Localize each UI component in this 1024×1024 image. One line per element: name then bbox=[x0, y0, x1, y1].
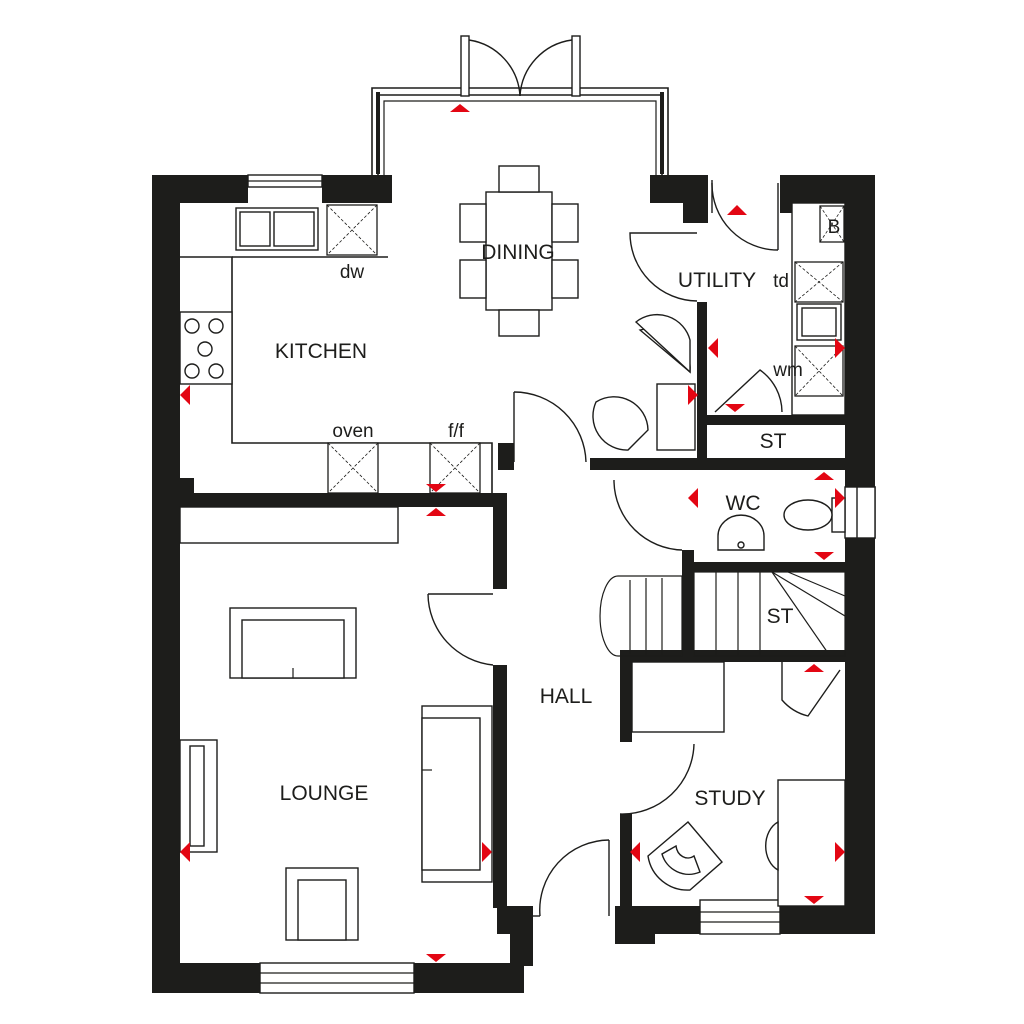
study-chair bbox=[647, 821, 723, 891]
kitchen-units bbox=[179, 204, 493, 494]
study-furniture bbox=[647, 779, 846, 907]
sofa-right bbox=[421, 705, 493, 883]
arrow-wc-left bbox=[688, 488, 698, 508]
arrow-lounge-left bbox=[180, 842, 190, 862]
arrow-lounge-right bbox=[482, 842, 492, 862]
hob bbox=[179, 311, 233, 385]
arrow-wc-down bbox=[814, 552, 834, 560]
arrow-st-down bbox=[725, 404, 745, 412]
armchair bbox=[285, 867, 359, 941]
boiler bbox=[819, 205, 845, 243]
arrow-study-down bbox=[804, 896, 824, 904]
arrow-lounge-down bbox=[426, 954, 446, 962]
staircase bbox=[599, 571, 846, 657]
appliance-label-wm: wm bbox=[772, 360, 803, 381]
appliance-label-dw: dw bbox=[340, 262, 365, 283]
wc-fittings bbox=[717, 497, 846, 551]
windows bbox=[247, 174, 876, 994]
tumble-dryer bbox=[794, 261, 844, 303]
arrow-kitchen-down bbox=[426, 484, 446, 492]
french-doors bbox=[460, 35, 581, 97]
storage-unit bbox=[631, 661, 725, 733]
appliance-label-boiler: B bbox=[828, 217, 841, 238]
appliance-label-ff: f/f bbox=[448, 421, 465, 442]
room-label-st-stairs: ST bbox=[767, 605, 794, 628]
arrow-utility-right bbox=[835, 338, 845, 358]
arrow-st-up bbox=[804, 664, 824, 672]
room-label-hall: HALL bbox=[540, 685, 593, 708]
doors bbox=[427, 180, 841, 917]
view-arrows bbox=[180, 104, 845, 962]
dining-table bbox=[459, 165, 579, 337]
interior-walls bbox=[180, 175, 845, 908]
arrow-wc-up bbox=[814, 472, 834, 480]
appliance-label-oven: oven bbox=[332, 421, 373, 442]
room-label-kitchen: KITCHEN bbox=[275, 340, 367, 363]
fireplace bbox=[179, 739, 218, 853]
arrow-wc-right bbox=[835, 488, 845, 508]
arrow-utility-up bbox=[727, 205, 747, 215]
appliance-label-td: td bbox=[773, 271, 789, 292]
sofa-top bbox=[229, 607, 357, 679]
arrow-lounge-up bbox=[426, 508, 446, 516]
room-label-wc: WC bbox=[726, 492, 761, 515]
exterior-walls bbox=[152, 175, 875, 993]
arrow-study-right bbox=[835, 842, 845, 862]
arrow-kitchen-left bbox=[180, 385, 190, 405]
room-label-st-utility: ST bbox=[760, 430, 787, 453]
arrow-dining-up bbox=[450, 104, 470, 112]
dining-armchairs bbox=[592, 313, 696, 451]
arrow-utility-left bbox=[708, 338, 718, 358]
room-label-dining: DINING bbox=[481, 241, 555, 264]
room-labels: DINING KITCHEN UTILITY ST WC ST HALL LOU… bbox=[275, 241, 794, 810]
basin bbox=[717, 514, 765, 551]
dishwasher bbox=[326, 204, 378, 256]
room-label-lounge: LOUNGE bbox=[280, 782, 369, 805]
room-label-utility: UTILITY bbox=[678, 269, 756, 292]
arrow-study-left bbox=[630, 842, 640, 862]
bay-window bbox=[371, 87, 669, 178]
lounge-furniture bbox=[179, 506, 493, 941]
room-label-study: STUDY bbox=[694, 787, 765, 810]
arrow-dining-right bbox=[688, 385, 698, 405]
appliance-labels: dw oven f/f td wm B bbox=[332, 217, 840, 442]
oven bbox=[327, 442, 379, 494]
